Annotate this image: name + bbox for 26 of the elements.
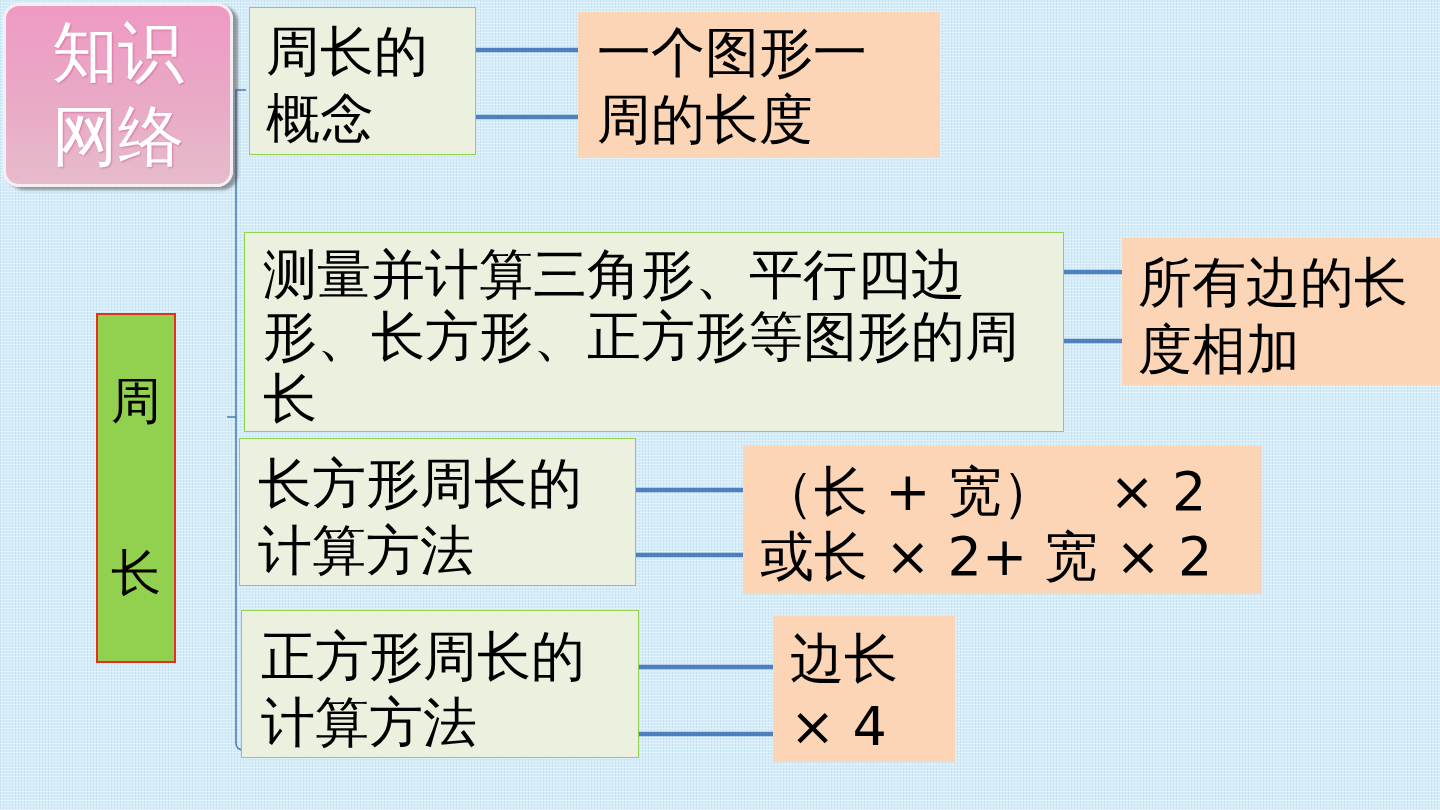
concept-label: 长方形周长的计算方法 xyxy=(258,451,583,584)
topic-box xyxy=(96,313,176,663)
detail-box xyxy=(743,446,1262,594)
concept-label: 测量并计算三角形、平行四边形、长方形、正方形等图形的周长 xyxy=(263,244,1020,430)
detail-label: （长 + 宽） × 2 或长 × 2+ 宽 × 2 xyxy=(760,459,1214,589)
concept-label: 周长的概念 xyxy=(266,19,429,152)
connector-line xyxy=(1064,338,1122,344)
detail-box xyxy=(1122,238,1440,385)
concept-box xyxy=(249,7,476,155)
concept-box xyxy=(239,438,636,586)
connector-line xyxy=(636,487,743,493)
concept-label: 正方形周长的计算方法 xyxy=(261,624,586,756)
connector-line xyxy=(1064,269,1122,275)
concept-box xyxy=(241,610,639,758)
topic-label: 周长 xyxy=(111,371,161,604)
connector-line xyxy=(476,114,578,120)
connector-line xyxy=(476,47,578,53)
detail-box xyxy=(773,616,955,762)
connector-line xyxy=(636,552,743,558)
detail-label: 所有边的长度相加 xyxy=(1138,250,1409,383)
detail-label: 一个图形一周的长度 xyxy=(597,20,868,153)
detail-label: 边长 × 4 xyxy=(790,626,899,760)
detail-box xyxy=(578,12,940,158)
connector-line xyxy=(639,664,773,670)
connector-line xyxy=(639,731,773,737)
title-text: 知识网络 xyxy=(51,13,185,177)
